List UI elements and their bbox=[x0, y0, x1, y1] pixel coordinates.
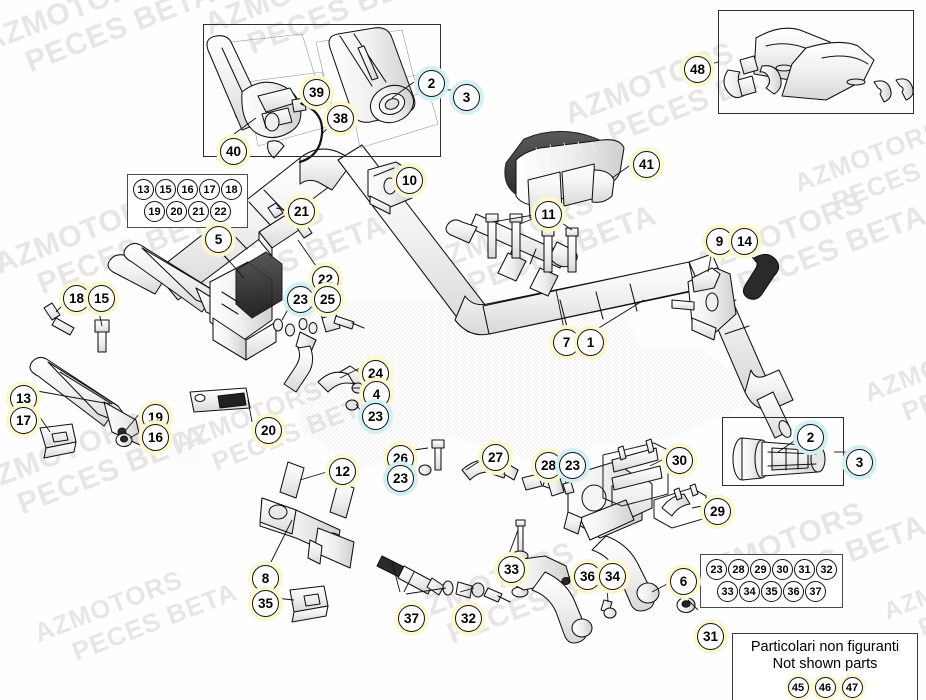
callout-bubble-41[interactable]: 41 bbox=[633, 151, 660, 178]
callout-bubble-11[interactable]: 11 bbox=[535, 201, 562, 228]
not-shown-title-it: Particolari non figuranti bbox=[750, 639, 900, 655]
callout-bubble-8[interactable]: 8 bbox=[252, 565, 279, 592]
callout-bubble-22[interactable]: 22 bbox=[312, 266, 339, 293]
callout-bubble-48[interactable]: 48 bbox=[684, 56, 711, 83]
callout-bubble-29[interactable]: 29 bbox=[704, 498, 731, 525]
legend-right-chip-35[interactable]: 35 bbox=[761, 581, 782, 602]
legend-left-chip-22[interactable]: 22 bbox=[210, 201, 231, 222]
callout-bubble-38[interactable]: 38 bbox=[327, 105, 354, 132]
callout-bubble-17[interactable]: 17 bbox=[10, 407, 37, 434]
callout-bubble-32[interactable]: 32 bbox=[455, 605, 482, 632]
callout-bubble-35[interactable]: 35 bbox=[252, 590, 279, 617]
callout-bubble-3[interactable]: 3 bbox=[453, 84, 480, 111]
legend-right-chip-29[interactable]: 29 bbox=[750, 559, 771, 580]
legend-right-chip-23[interactable]: 23 bbox=[706, 559, 727, 580]
callout-bubble-23[interactable]: 23 bbox=[387, 465, 414, 492]
not-shown-title-en: Not shown parts bbox=[772, 656, 878, 673]
callout-bubble-5[interactable]: 5 bbox=[205, 226, 232, 253]
callout-bubble-23[interactable]: 23 bbox=[287, 286, 314, 313]
callout-bubble-18[interactable]: 18 bbox=[63, 285, 90, 312]
callout-bubble-6[interactable]: 6 bbox=[670, 568, 697, 595]
legend-right-chip-37[interactable]: 37 bbox=[805, 581, 826, 602]
not-shown-chip-45[interactable]: 45 bbox=[787, 677, 809, 699]
legend-right-chip-28[interactable]: 28 bbox=[728, 559, 749, 580]
callout-bubble-7[interactable]: 7 bbox=[553, 329, 580, 356]
callout-bubble-39[interactable]: 39 bbox=[303, 79, 330, 106]
callout-bubble-20[interactable]: 20 bbox=[255, 417, 282, 444]
callout-bubble-12[interactable]: 12 bbox=[329, 458, 356, 485]
legend-left-chip-21[interactable]: 21 bbox=[188, 201, 209, 222]
callout-bubble-2[interactable]: 2 bbox=[797, 424, 824, 451]
callout-bubble-15[interactable]: 15 bbox=[88, 285, 115, 312]
not-shown-chip-46[interactable]: 46 bbox=[814, 677, 836, 699]
callout-bubble-14[interactable]: 14 bbox=[731, 228, 758, 255]
callout-bubble-1[interactable]: 1 bbox=[577, 329, 604, 356]
callout-bubble-9[interactable]: 9 bbox=[706, 228, 733, 255]
legend-left-chip-16[interactable]: 16 bbox=[177, 179, 198, 200]
legend-right-chip-31[interactable]: 31 bbox=[794, 559, 815, 580]
callout-bubble-34[interactable]: 34 bbox=[599, 563, 626, 590]
callout-bubble-36[interactable]: 36 bbox=[574, 563, 601, 590]
callout-bubble-16[interactable]: 16 bbox=[142, 424, 169, 451]
callout-bubble-30[interactable]: 30 bbox=[666, 447, 693, 474]
legend-left-chip-19[interactable]: 19 bbox=[144, 201, 165, 222]
callout-bubble-31[interactable]: 31 bbox=[697, 623, 724, 650]
legend-right-chip-36[interactable]: 36 bbox=[783, 581, 804, 602]
callout-bubble-33[interactable]: 33 bbox=[498, 556, 525, 583]
not-shown-chip-47[interactable]: 47 bbox=[841, 677, 863, 699]
callout-bubble-28[interactable]: 28 bbox=[535, 452, 562, 479]
legend-left-chip-13[interactable]: 13 bbox=[133, 179, 154, 200]
callout-bubble-23[interactable]: 23 bbox=[559, 452, 586, 479]
callout-bubble-21[interactable]: 21 bbox=[288, 198, 315, 225]
callout-bubble-40[interactable]: 40 bbox=[220, 138, 247, 165]
legend-left-chip-17[interactable]: 17 bbox=[199, 179, 220, 200]
callout-bubble-27[interactable]: 27 bbox=[482, 444, 509, 471]
legend-left-chip-18[interactable]: 18 bbox=[221, 179, 242, 200]
callout-bubble-3[interactable]: 3 bbox=[846, 449, 873, 476]
callout-bubble-25[interactable]: 25 bbox=[314, 286, 341, 313]
legend-right-chip-34[interactable]: 34 bbox=[739, 581, 760, 602]
legend-right-chip-32[interactable]: 32 bbox=[816, 559, 837, 580]
legend-right-chip-30[interactable]: 30 bbox=[772, 559, 793, 580]
callout-bubble-23[interactable]: 23 bbox=[362, 403, 389, 430]
not-shown-parts-panel: Particolari non figuranti Not shown part… bbox=[732, 633, 918, 700]
callout-bubble-2[interactable]: 2 bbox=[418, 70, 445, 97]
callout-bubble-10[interactable]: 10 bbox=[396, 167, 423, 194]
legend-left-chip-20[interactable]: 20 bbox=[166, 201, 187, 222]
legend-left-chip-15[interactable]: 15 bbox=[155, 179, 176, 200]
legend-right-chip-33[interactable]: 33 bbox=[717, 581, 738, 602]
callout-bubble-37[interactable]: 37 bbox=[398, 605, 425, 632]
